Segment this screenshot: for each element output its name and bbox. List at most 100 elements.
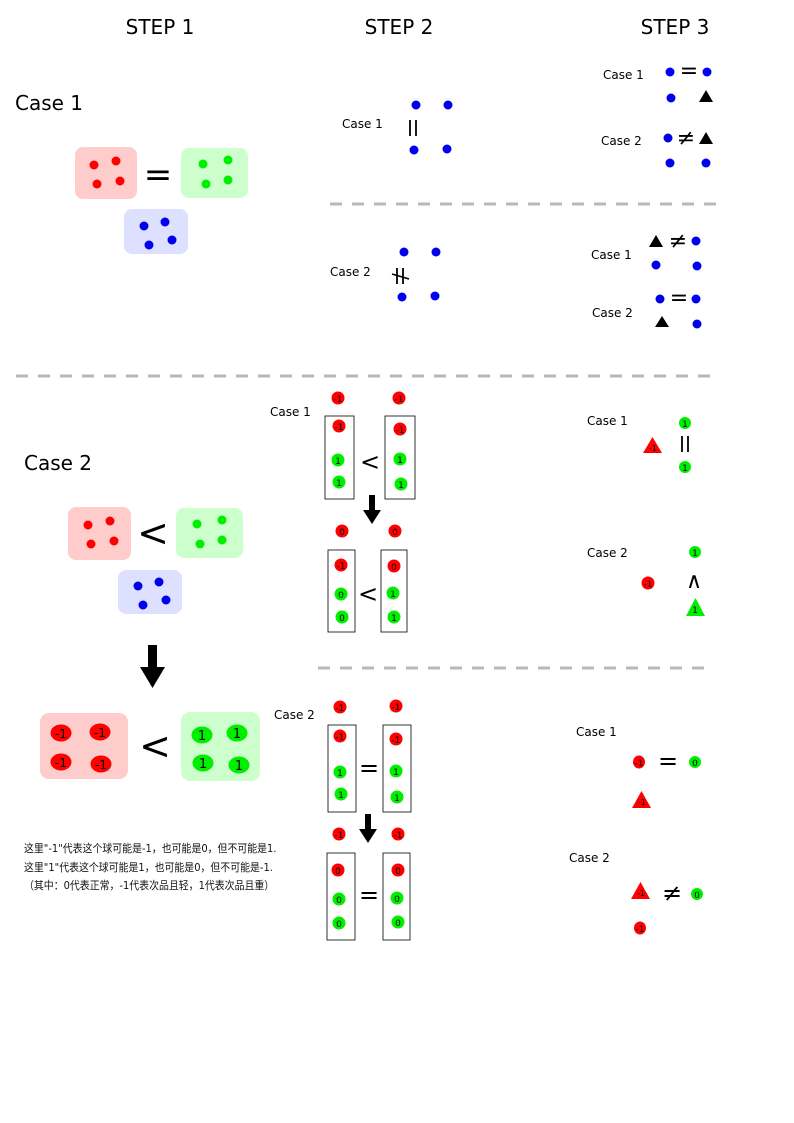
pos-ball: 1	[386, 586, 400, 600]
pos-ball: 1	[332, 475, 346, 489]
case1-label: Case 1	[342, 117, 383, 131]
pos-ball: 1	[331, 453, 345, 467]
zero-ball: 0	[331, 863, 345, 877]
pos-ball: 1	[191, 726, 213, 744]
down-arrow-icon	[359, 814, 377, 843]
case2-big-label: Case 2	[24, 451, 92, 475]
step3-header: STEP 3	[641, 15, 710, 39]
right-pan	[380, 549, 408, 633]
triangle-icon	[655, 316, 669, 327]
neg-ball: -1	[393, 422, 407, 436]
svg-text:1: 1	[393, 768, 399, 778]
svg-text:1: 1	[391, 614, 397, 624]
svg-text:0: 0	[394, 895, 400, 905]
neg-ball: -1	[333, 729, 347, 743]
svg-text:-1: -1	[94, 726, 106, 740]
svg-text:-1: -1	[637, 889, 645, 898]
zero-ball: 0	[388, 524, 402, 538]
note-line-1: 这里"-1"代表这个球可能是-1，也可能是0，但不可能是1.	[24, 842, 277, 855]
svg-text:0: 0	[392, 528, 398, 538]
svg-text:-1: -1	[336, 733, 345, 743]
blue-ball	[443, 100, 453, 110]
equals-sign: =	[144, 155, 173, 195]
green-group	[176, 508, 243, 558]
svg-text:-1: -1	[335, 831, 344, 841]
neg-ball: -1	[89, 723, 111, 741]
svg-text:1: 1	[337, 769, 343, 779]
case1-big-label: Case 1	[15, 91, 83, 115]
svg-text:1: 1	[397, 456, 403, 466]
svg-text:-1: -1	[395, 395, 404, 405]
svg-text:0: 0	[339, 614, 345, 624]
svg-text:1: 1	[235, 759, 243, 774]
case2-label: Case 2	[569, 851, 610, 865]
blue-ball	[160, 217, 170, 227]
green-ball	[217, 535, 227, 545]
svg-text:-1: -1	[392, 703, 401, 713]
case1-label: Case 1	[603, 68, 644, 82]
blue-ball	[651, 260, 661, 270]
blue-ball	[665, 67, 675, 77]
neg-ball: -1	[331, 391, 345, 405]
svg-text:-1: -1	[649, 444, 657, 453]
svg-text:0: 0	[395, 867, 401, 877]
pos-ball: 1	[387, 610, 401, 624]
red-ball	[89, 160, 99, 170]
blue-ball	[431, 247, 441, 257]
case1-label: Case 1	[591, 248, 632, 262]
svg-text:1: 1	[335, 457, 341, 467]
vertical-not-equals-sign	[391, 268, 410, 284]
svg-text:-1: -1	[644, 580, 653, 590]
svg-text:-1: -1	[334, 395, 343, 405]
neg-ball: -1	[392, 391, 406, 405]
red-ball	[109, 536, 119, 546]
blue-ball	[167, 235, 177, 245]
zero-ball: 0	[691, 888, 703, 901]
svg-text:1: 1	[338, 791, 344, 801]
blue-ball	[442, 144, 452, 154]
case2-label: Case 2	[274, 708, 315, 722]
red-ball	[86, 539, 96, 549]
blue-ball	[399, 247, 409, 257]
zero-ball: 0	[335, 524, 349, 538]
note-line-3: （其中：0代表正常，-1代表次品且轻，1代表次品且重）	[24, 879, 275, 892]
svg-text:-1: -1	[638, 798, 646, 807]
case2-label: Case 2	[330, 265, 371, 279]
svg-text:1: 1	[198, 729, 206, 744]
red-ball	[92, 179, 102, 189]
neg-ball: -1	[332, 419, 346, 433]
svg-text:-1: -1	[635, 759, 644, 769]
zero-ball: 0	[332, 916, 346, 930]
triangle-icon	[699, 90, 713, 102]
neg-ball: -1	[90, 755, 112, 773]
blue-ball	[409, 145, 419, 155]
vertical-equals-sign	[409, 120, 417, 136]
svg-text:-1: -1	[396, 426, 405, 436]
note-line-2: 这里"1"代表这个球可能是1，也可能是0，但不可能是-1.	[24, 861, 273, 874]
zero-ball: 0	[335, 610, 349, 624]
green-ball	[217, 515, 227, 525]
step2-header: STEP 2	[365, 15, 434, 39]
svg-text:0: 0	[395, 919, 401, 929]
svg-text:-1: -1	[394, 831, 403, 841]
blue-ball	[692, 261, 702, 271]
zero-ball: 0	[332, 892, 346, 906]
equals-sign: =	[680, 59, 698, 84]
left-pan	[327, 549, 356, 633]
svg-text:-1: -1	[55, 756, 67, 770]
zero-ball: 0	[391, 915, 405, 929]
right-pan	[382, 852, 411, 941]
blue-ball	[144, 240, 154, 250]
neg-ball: -1	[641, 576, 655, 590]
left-pan	[327, 724, 357, 813]
less-than-sign: <	[358, 580, 378, 608]
svg-text:-1: -1	[392, 736, 401, 746]
svg-text:1: 1	[199, 757, 207, 772]
equals-sign: =	[658, 747, 678, 775]
red-labeled-group	[40, 713, 128, 779]
right-pan	[382, 724, 412, 813]
vertical-greater-sign: ∧	[686, 569, 702, 594]
svg-text:-1: -1	[335, 423, 344, 433]
right-pan	[384, 415, 416, 500]
less-than-sign: <	[137, 511, 169, 555]
